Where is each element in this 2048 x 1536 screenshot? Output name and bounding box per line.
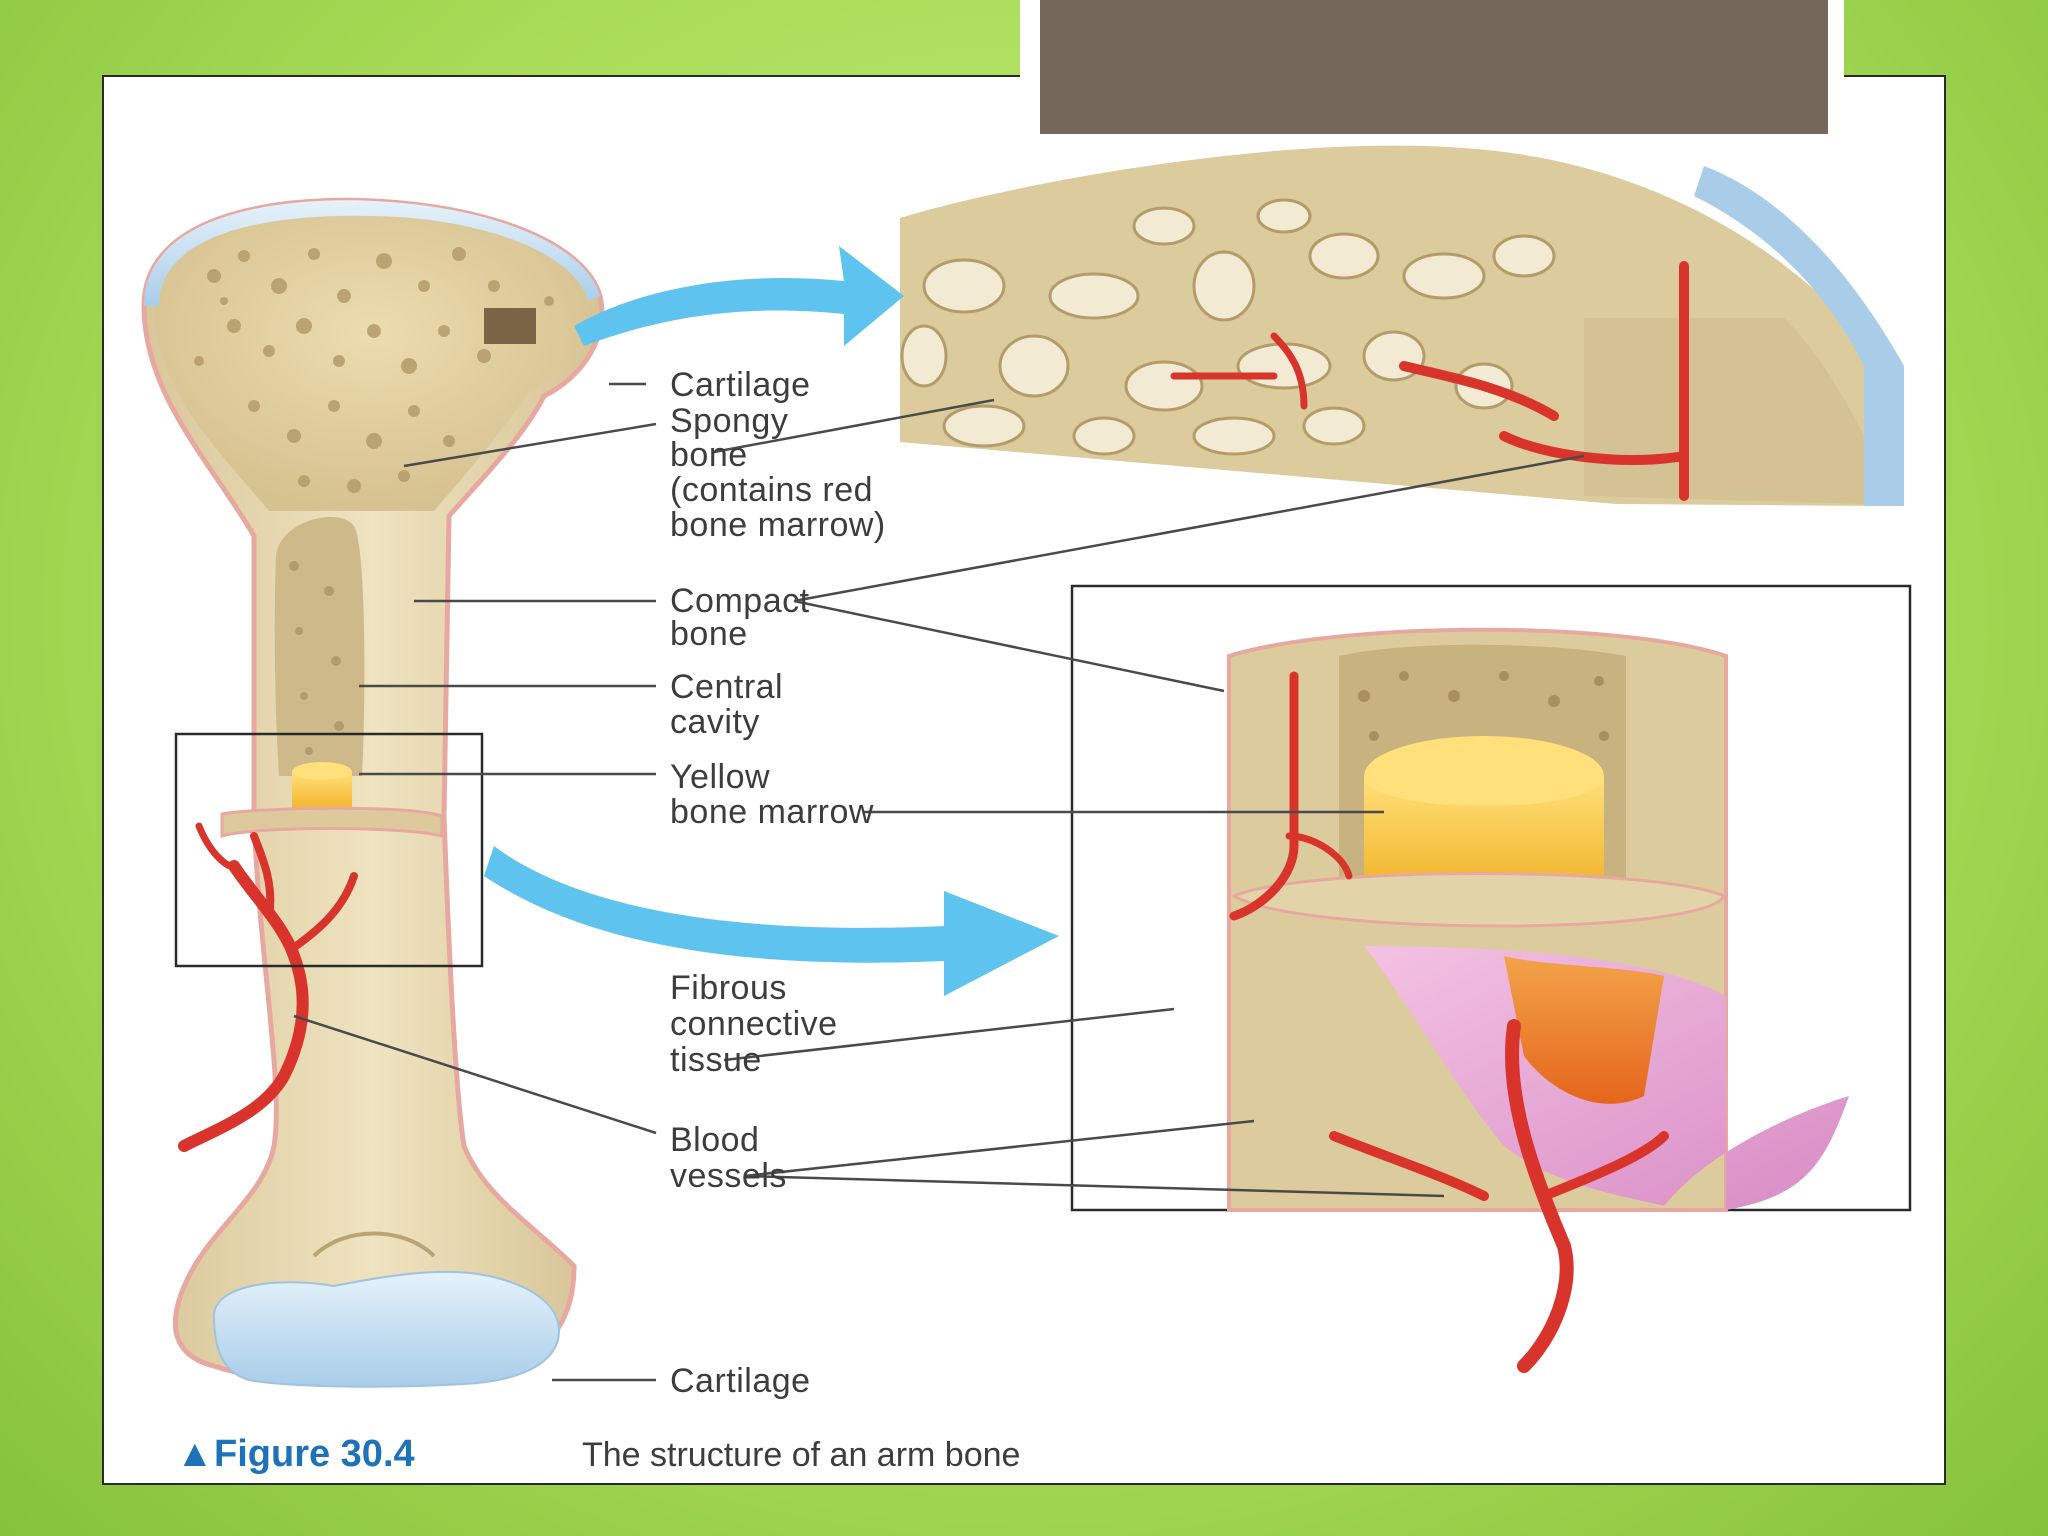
label-fibrous-1: Fibrous (670, 969, 787, 1007)
central-cavity (274, 517, 365, 776)
closeup-blood-vessel-2 (1170, 332, 1308, 410)
arm-bone (141, 197, 605, 1388)
label-compact-2: bone (670, 615, 748, 653)
title-placeholder[interactable] (1040, 0, 1828, 134)
closeup-vessel-branch-1 (1539, 1131, 1669, 1201)
caption-text: The structure of an arm bone (582, 1436, 1020, 1474)
cavity-texture (289, 561, 344, 755)
bottom-cartilage (212, 1270, 561, 1388)
label-cartilage-top: Cartilage (670, 366, 811, 404)
closeup-orange-tissue (1504, 956, 1664, 1104)
diagram-labels: Cartilage Spongy bone (contains red bone… (670, 366, 886, 1400)
label-spongy-3: (contains red (670, 471, 873, 509)
label-compact-1: Compact (670, 582, 810, 620)
label-spongy-4: bone marrow) (670, 506, 886, 544)
closeup-vessel-upper (1229, 671, 1299, 921)
distal-ridge (312, 1231, 436, 1258)
arrow-to-spongy-closeup (574, 246, 904, 346)
arrow-to-shaft-closeup (484, 846, 1059, 996)
head-notch (484, 308, 536, 344)
label-fibrous-2: connective (670, 1005, 838, 1043)
closeup-vessel-upper-branch (1285, 832, 1353, 880)
label-cartilage-bottom: Cartilage (670, 1362, 811, 1400)
shaft-closeup (1070, 584, 1912, 1373)
shaft-blood-vessel-branch-2 (292, 872, 358, 950)
caption-marker: ▲ (176, 1433, 214, 1475)
label-yellow-2: bone marrow (670, 793, 874, 831)
closeup-yellow-marrow-top (1364, 736, 1604, 816)
label-spongy-1: Spongy (670, 402, 788, 440)
shaft-blood-vessel-branch-3 (195, 822, 240, 872)
zoom-box-shaft (174, 732, 484, 968)
closeup-vessel-branch-2 (1329, 1131, 1489, 1201)
top-cartilage (144, 200, 600, 306)
label-spongy-2: bone (670, 436, 748, 474)
closeup-cut-surface (1230, 872, 1727, 928)
label-central-2: cavity (670, 703, 760, 741)
leader-lines (293, 382, 1585, 1382)
closeup-blood-vessel (1399, 261, 1689, 501)
bone-head-spongy (154, 213, 587, 511)
spongy-pores (194, 247, 554, 493)
closeup-cavity-texture (1358, 671, 1609, 741)
spongy-bone-closeup (900, 145, 1904, 506)
caption-figure-number: Figure 30.4 (214, 1433, 415, 1475)
label-fibrous-3: tissue (670, 1041, 762, 1079)
trabeculae (900, 198, 1556, 456)
yellow-marrow-cylinder (292, 772, 352, 815)
shaft-cut-edge (220, 806, 444, 839)
closeup-vessel-main (1505, 1019, 1574, 1373)
yellow-marrow-top (292, 762, 352, 782)
closeup-cartilage (1694, 166, 1904, 506)
label-blood-1: Blood (670, 1121, 759, 1159)
figure-caption: ▲ Figure 30.4 The structure of an arm bo… (176, 1433, 1020, 1475)
shaft-blood-vessel-branch-1 (250, 832, 275, 920)
arm-bone-diagram: Cartilage Spongy bone (contains red bone… (141, 145, 1912, 1475)
label-blood-2: vessels (670, 1157, 787, 1195)
label-central-1: Central (670, 668, 783, 706)
label-yellow-1: Yellow (670, 758, 770, 796)
